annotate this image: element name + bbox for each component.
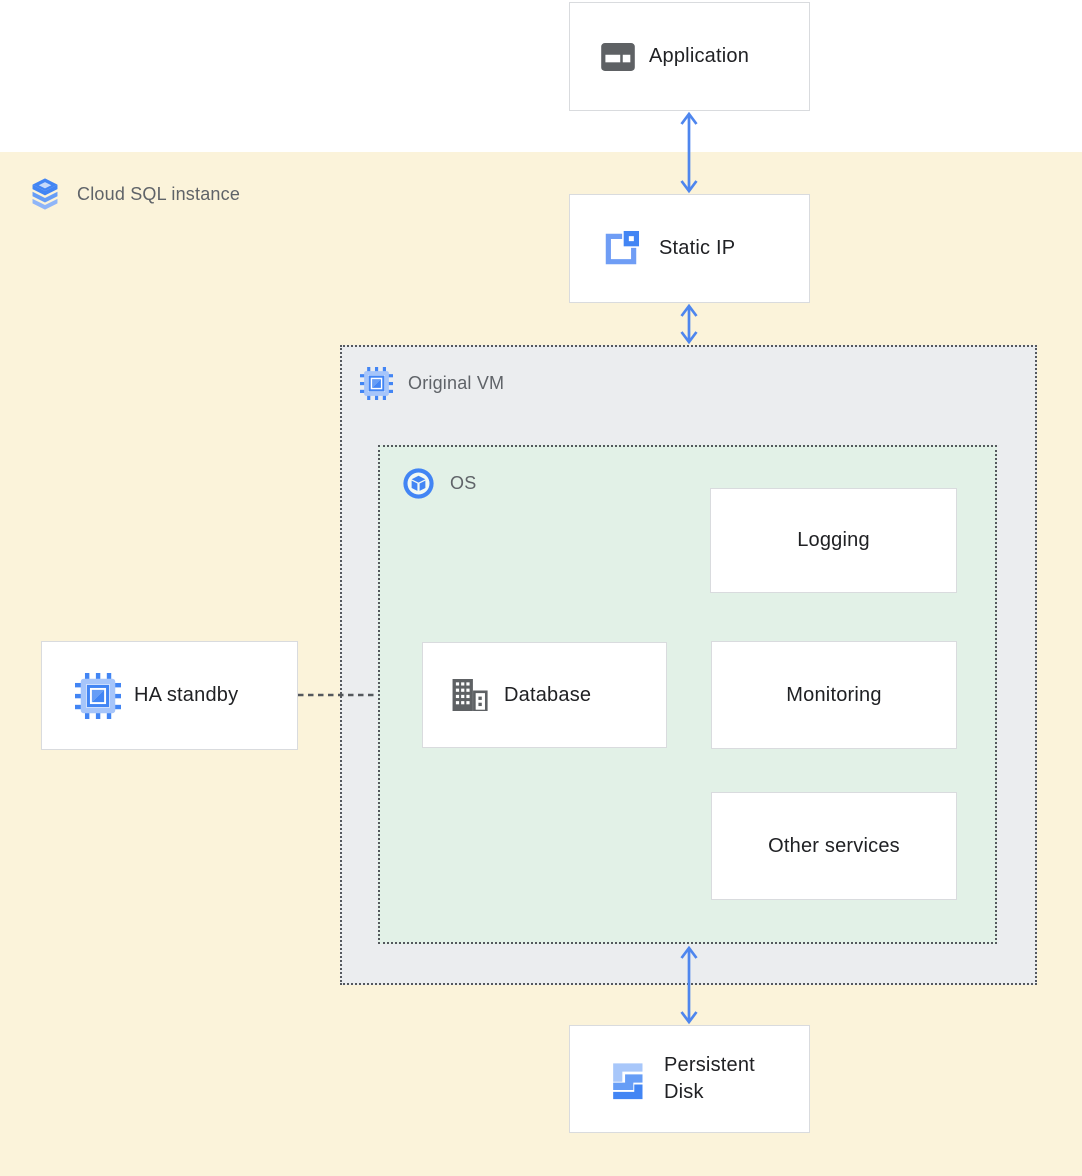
static-ip-node: Static IP bbox=[569, 194, 810, 303]
logging-node: Logging bbox=[710, 488, 957, 593]
os-icon bbox=[402, 467, 435, 500]
ha-standby-label: HA standby bbox=[134, 684, 239, 706]
application-window-icon bbox=[601, 42, 635, 71]
persistent-disk-icon bbox=[604, 1057, 648, 1101]
other-services-node: Other services bbox=[711, 792, 957, 900]
ha-standby-node: HA standby bbox=[41, 641, 298, 750]
monitoring-label: Monitoring bbox=[786, 683, 882, 706]
persistent-disk-node: Persistent Disk bbox=[569, 1025, 810, 1133]
monitoring-node: Monitoring bbox=[711, 641, 957, 749]
compute-engine-icon bbox=[360, 367, 393, 400]
logging-label: Logging bbox=[797, 529, 870, 551]
persistent-disk-label: Persistent Disk bbox=[664, 1054, 755, 1103]
static-ip-label: Static IP bbox=[659, 237, 736, 259]
database-building-icon bbox=[451, 679, 489, 711]
external-ip-icon bbox=[598, 226, 644, 272]
application-label: Application bbox=[649, 45, 750, 67]
original-vm-region-title: Original VM bbox=[408, 373, 505, 393]
original-vm-region-label: Original VM bbox=[360, 367, 504, 400]
os-region-label: OS bbox=[402, 467, 476, 500]
database-node: Database bbox=[422, 642, 667, 748]
cloud-sql-region-label: Cloud SQL instance bbox=[28, 174, 240, 214]
cloud-sql-icon bbox=[28, 174, 62, 214]
cloud-sql-region-title: Cloud SQL instance bbox=[77, 183, 241, 204]
application-node: Application bbox=[569, 2, 810, 111]
compute-engine-icon bbox=[75, 672, 121, 719]
database-label: Database bbox=[504, 683, 592, 706]
other-services-label: Other services bbox=[768, 834, 900, 857]
os-region-title: OS bbox=[450, 473, 477, 493]
